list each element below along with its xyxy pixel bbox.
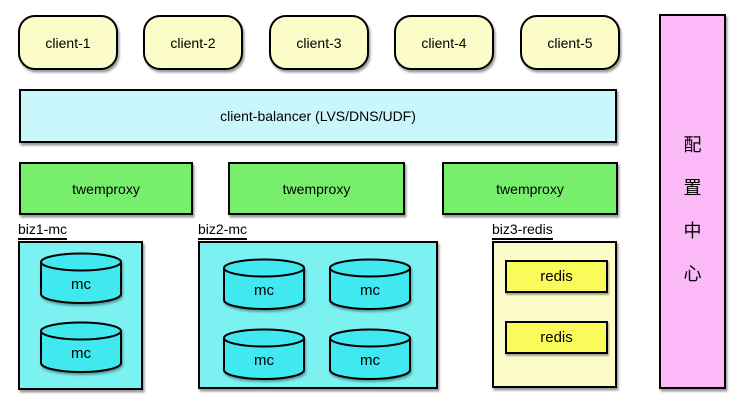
redis-label: redis xyxy=(540,329,573,346)
config-center-char: 中 xyxy=(683,221,702,241)
client-label: client-4 xyxy=(421,34,467,51)
config-center-bar: 配 置 中 心 xyxy=(659,14,726,389)
mc-cylinder: mc xyxy=(223,258,305,310)
group-label-biz1-mc: biz1-mc xyxy=(18,221,68,240)
mc-cylinder: mc xyxy=(329,328,411,380)
client-label: client-1 xyxy=(45,34,91,51)
group-label-biz2-mc: biz2-mc xyxy=(198,221,248,240)
mc-label: mc xyxy=(254,352,274,369)
client-node-4: client-4 xyxy=(394,15,494,70)
client-node-5: client-5 xyxy=(520,15,620,70)
mc-cylinder: mc xyxy=(40,252,122,304)
client-node-3: client-3 xyxy=(269,15,369,70)
mc-cylinder: mc xyxy=(40,321,122,373)
redis-node: redis xyxy=(505,321,608,354)
mc-cylinder: mc xyxy=(329,258,411,310)
group-biz2-mc: mc mc mc mc xyxy=(198,241,438,389)
twemproxy-node-1: twemproxy xyxy=(19,162,193,215)
twemproxy-label: twemproxy xyxy=(496,180,564,197)
client-balancer-label: client-balancer (LVS/DNS/UDF) xyxy=(220,108,416,124)
redis-node: redis xyxy=(505,260,608,293)
client-label: client-5 xyxy=(547,34,593,51)
mc-label: mc xyxy=(71,276,91,293)
twemproxy-label: twemproxy xyxy=(282,180,351,197)
twemproxy-label: twemproxy xyxy=(72,180,140,197)
client-label: client-2 xyxy=(170,34,216,51)
client-label: client-3 xyxy=(296,34,342,51)
twemproxy-node-2: twemproxy xyxy=(228,162,405,215)
group-biz3-redis: redis redis xyxy=(492,241,617,388)
group-biz1-mc: mc mc xyxy=(18,241,143,390)
config-center-char: 心 xyxy=(683,264,702,284)
mc-cylinder: mc xyxy=(223,328,305,380)
client-balancer-node: client-balancer (LVS/DNS/UDF) xyxy=(19,89,617,143)
twemproxy-node-3: twemproxy xyxy=(442,162,618,215)
config-center-char: 配 xyxy=(683,135,702,155)
config-center-char: 置 xyxy=(683,178,702,198)
client-node-2: client-2 xyxy=(143,15,243,70)
group-label-biz3-redis: biz3-redis xyxy=(492,221,553,240)
mc-label: mc xyxy=(360,352,380,369)
redis-label: redis xyxy=(540,268,573,285)
mc-label: mc xyxy=(360,282,380,299)
mc-label: mc xyxy=(71,345,91,362)
mc-label: mc xyxy=(254,282,274,299)
client-node-1: client-1 xyxy=(18,15,118,70)
